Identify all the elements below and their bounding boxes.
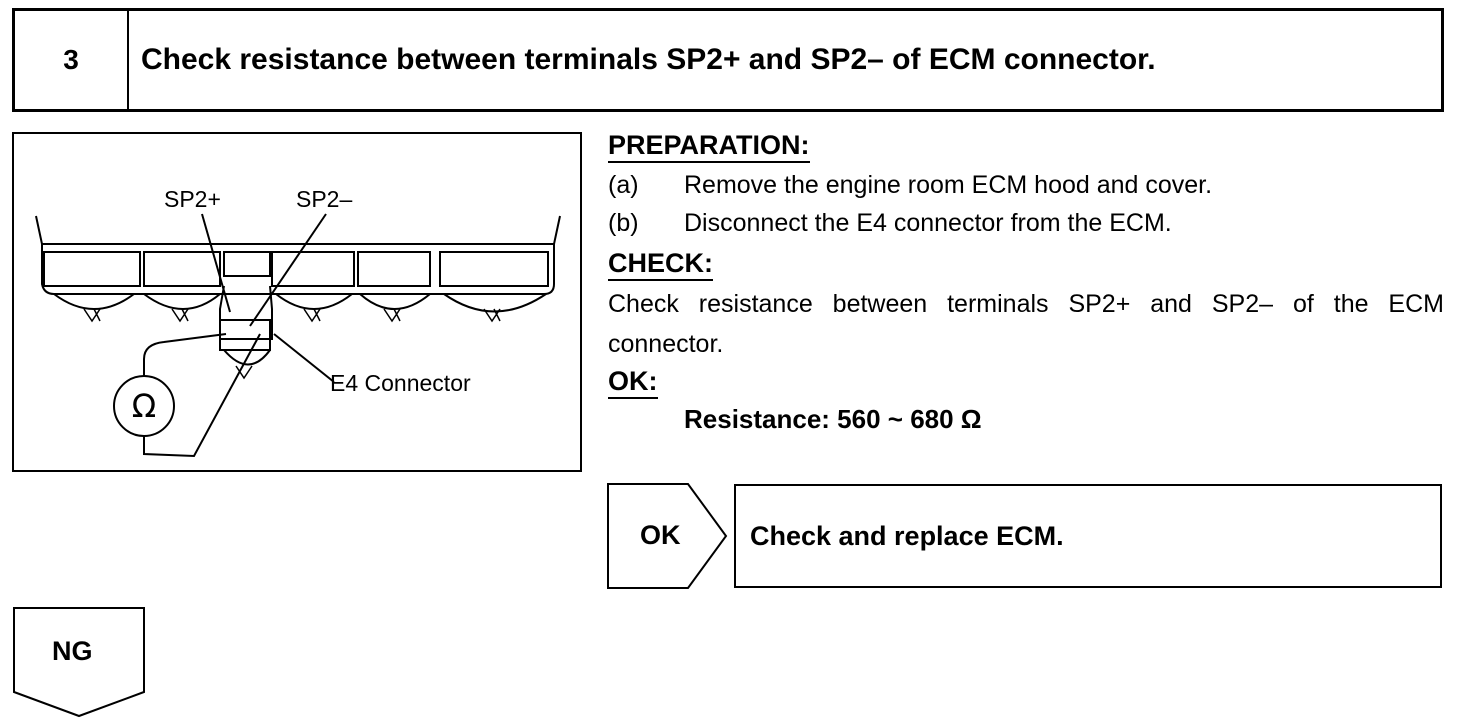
step-label: (a)	[608, 171, 639, 199]
ok-label: OK	[640, 520, 681, 550]
label-sp2-minus: SP2–	[296, 186, 353, 212]
step-text: Remove the engine room ECM hood and cove…	[684, 171, 1213, 199]
ecm-connector-drawing: Ω	[35, 213, 561, 458]
ok-action-box: Check and replace ECM.	[734, 484, 1442, 588]
ng-arrow-box	[13, 607, 145, 718]
step-header: 3 Check resistance between terminals SP2…	[12, 8, 1444, 112]
step-label: (b)	[608, 209, 639, 237]
label-sp2-plus: SP2+	[164, 186, 221, 212]
step-number: 3	[15, 11, 129, 109]
preparation-heading: PREPARATION:	[608, 130, 810, 163]
ok-action-text: Check and replace ECM.	[750, 520, 1064, 551]
ok-heading: OK:	[608, 366, 658, 399]
label-e4-connector: E4 Connector	[330, 370, 471, 396]
step-text: Disconnect the E4 connector from the ECM…	[684, 209, 1172, 237]
ecm-connector-diagram: Ω SP2+ SP2– E4 Connector	[12, 132, 582, 472]
ng-label: NG	[52, 636, 93, 666]
step-title: Check resistance between terminals SP2+ …	[141, 43, 1156, 76]
preparation-step: (b) Disconnect the E4 connector from the …	[608, 208, 1172, 238]
check-heading: CHECK:	[608, 248, 713, 281]
resistance-spec: Resistance: 560 ~ 680 Ω	[684, 404, 982, 434]
ok-arrow-box	[607, 483, 728, 589]
check-text: Check resistance between terminals SP2+ …	[608, 290, 1444, 358]
ohmmeter-symbol: Ω	[132, 387, 156, 425]
preparation-step: (a) Remove the engine room ECM hood and c…	[608, 170, 1212, 200]
